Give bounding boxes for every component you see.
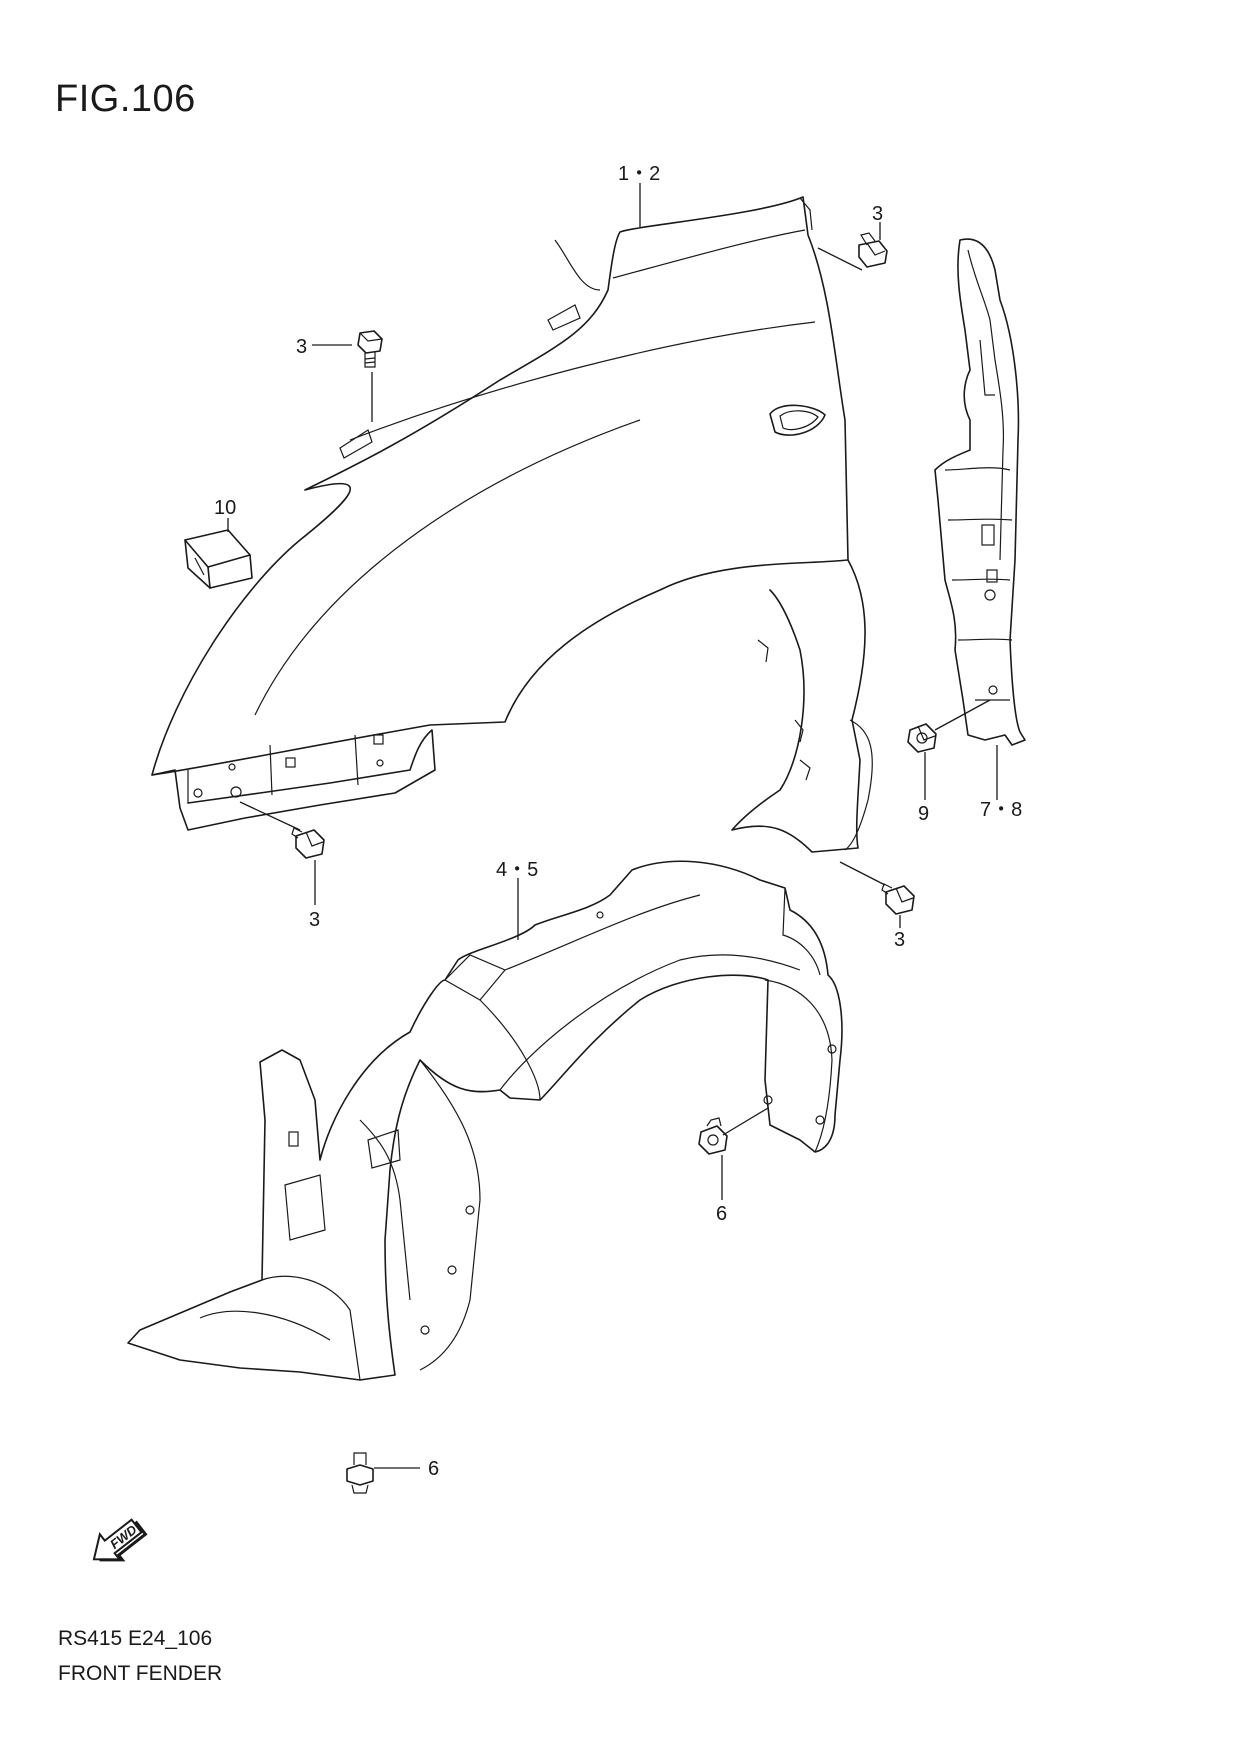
fender-liner-part[interactable] bbox=[127, 860, 843, 1381]
figure-title: FIG.106 bbox=[55, 78, 196, 120]
bolt-lower-right[interactable] bbox=[881, 883, 915, 915]
callout-bracket: 7・8 bbox=[980, 799, 1022, 821]
liner-clip-right[interactable] bbox=[698, 1117, 728, 1155]
bracket-screw[interactable] bbox=[907, 723, 937, 753]
bolt-lower-left[interactable] bbox=[291, 827, 325, 859]
fender-seal-part[interactable] bbox=[184, 529, 253, 589]
callout-seal: 10 bbox=[214, 497, 236, 519]
leader-lines bbox=[227, 183, 998, 1469]
bolt-top-right[interactable] bbox=[858, 232, 888, 268]
callout-liner-clip-right: 6 bbox=[716, 1203, 727, 1225]
drawing-name: FRONT FENDER bbox=[58, 1662, 223, 1685]
callout-bolt-lower-right: 3 bbox=[894, 929, 905, 951]
callout-liner-clip-bottom: 6 bbox=[428, 1458, 439, 1480]
fender-bracket-part[interactable] bbox=[934, 238, 1026, 746]
bolt-top-left[interactable] bbox=[357, 330, 383, 368]
callout-bolt-top-left: 3 bbox=[296, 336, 307, 358]
callout-bracket-screw: 9 bbox=[918, 803, 929, 825]
fwd-arrow-icon: FWD bbox=[92, 1518, 148, 1562]
callout-bolt-lower-left: 3 bbox=[309, 909, 320, 931]
liner-clip-bottom[interactable] bbox=[346, 1452, 374, 1494]
callout-liner: 4・5 bbox=[496, 859, 538, 881]
front-fender-part[interactable] bbox=[151, 196, 873, 853]
callout-fender: 1・2 bbox=[618, 163, 660, 185]
drawing-code: RS415 E24_106 bbox=[58, 1627, 213, 1650]
callout-bolt-top-right: 3 bbox=[872, 203, 883, 225]
